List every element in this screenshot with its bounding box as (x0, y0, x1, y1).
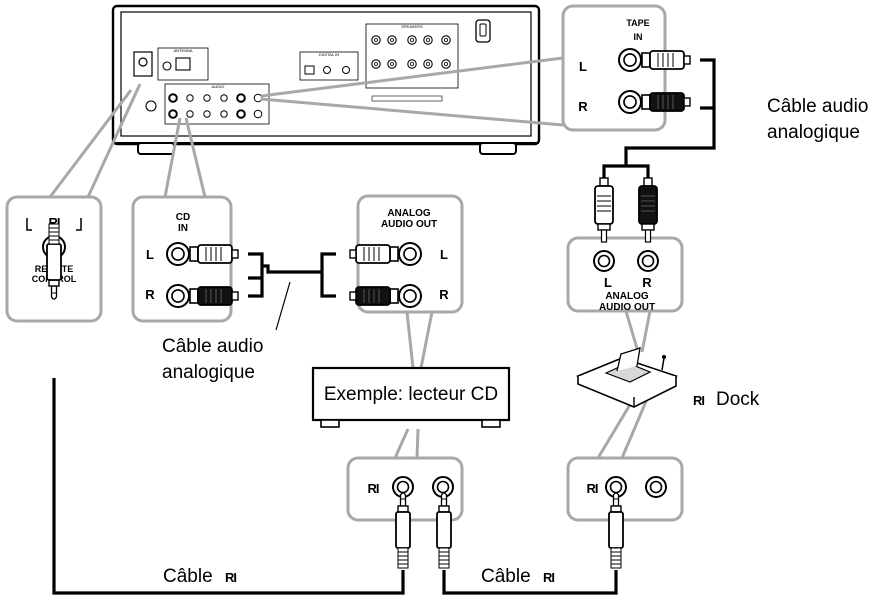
amp-rca-jack-5-0 (253, 93, 263, 103)
cd-analog-out-label-2: AUDIO OUT (381, 219, 437, 230)
amp-rca-jack-2-1 (203, 110, 211, 118)
cd-in-left-jack-inner (171, 247, 185, 261)
cd-player-ri-plug-2 (436, 492, 452, 569)
amp-rca-jack-4-0 (236, 93, 246, 103)
amp-audio-label: AUDIO (212, 84, 225, 89)
analog-cable-right-label-2: analogique (767, 122, 860, 143)
tape-right-label: R (578, 99, 588, 114)
amp-rca-jack-2-0 (203, 94, 211, 102)
dock-ri-jack-1-inner (609, 480, 623, 494)
tape-left-label: L (579, 59, 587, 74)
analog-cable-cd (248, 252, 336, 331)
cd-out-right-plug-black (349, 286, 399, 306)
dock-analog-out-label-2: AUDIO OUT (599, 302, 655, 313)
dock-ri-jack-2-inner (649, 480, 663, 494)
dock-out-left-plug-white (594, 177, 614, 243)
cd-in-right-plug-black (189, 286, 239, 306)
amp-rca-jack-1-0 (186, 94, 194, 102)
amp-rca-jack-4-1 (236, 109, 246, 119)
amp-digital-in-label: DIGITAL IN (319, 52, 339, 57)
ri-cable-right (442, 570, 618, 595)
ri-cable-left-label: Câble (163, 566, 213, 587)
ri-logo-cd-player: RI (368, 481, 379, 496)
tape-label: TAPE (626, 18, 649, 28)
tape-left-plug-white (641, 50, 691, 70)
amp-rca-jacks (168, 93, 263, 119)
ri-cable-right-label: Câble (481, 566, 531, 587)
cd-player-ri-jack-2-inner (436, 480, 450, 494)
cd-player-ri-jack-1-inner (396, 480, 410, 494)
dock-out-left-jack-inner (597, 254, 611, 268)
cd-out-left-jack-inner (403, 247, 417, 261)
dock-out-left-label: L (604, 275, 612, 290)
cd-in-label-2: IN (178, 223, 188, 234)
cd-analog-out-label-1: ANALOG (387, 208, 431, 219)
callout-beaks (48, 56, 652, 459)
dock-out-right-label: R (642, 275, 652, 290)
cd-out-right-jack-inner (403, 289, 417, 303)
mini-jack-plugs (46, 223, 624, 569)
amp-rca-jack-5-1 (253, 109, 263, 119)
analog-cable-dock (602, 58, 716, 180)
amp-antenna-label: ANTENNA (173, 48, 192, 53)
dock-ri-plug (608, 492, 624, 569)
analog-cable-right-label-1: Câble audio (767, 96, 868, 117)
ri-logo-dock: RI (587, 481, 598, 496)
dock-out-right-jack-inner (641, 254, 655, 268)
cd-analog-out-left-label: L (440, 247, 448, 262)
ri-cable-right-logo: RI (543, 570, 554, 585)
ri-cable-left (52, 378, 405, 595)
dock-out-right-plug-black (638, 177, 658, 243)
tape-left-jack-inner (623, 53, 637, 67)
tape-right-plug-black (641, 92, 691, 112)
cd-out-left-plug-white (349, 244, 399, 264)
cd-in-right-label: R (145, 287, 155, 302)
cable-labels: Câble audio analogique Câble audio analo… (162, 96, 868, 587)
ri-cable-left-logo: RI (225, 570, 236, 585)
tape-in-label: IN (634, 32, 643, 42)
amplifier-rear-panel: ANTENNA AUDIO DIGITAL IN SPEAKERS (111, 4, 541, 155)
analog-cable-left-label-2: analogique (162, 362, 255, 383)
rca-connectors (166, 48, 691, 498)
amp-rca-jack-0-1 (168, 109, 178, 119)
ri-dock-device: RI Dock (575, 347, 760, 410)
tape-right-jack-inner (623, 95, 637, 109)
amp-rca-jack-1-1 (186, 110, 194, 118)
cd-in-right-jack-inner (171, 289, 185, 303)
dock-analog-out-label-1: ANALOG (605, 291, 649, 302)
cd-player-device: Exemple: lecteur CD (311, 366, 511, 428)
amp-rca-jack-0-0 (168, 93, 178, 103)
cd-analog-out-right-label: R (439, 287, 449, 302)
cd-in-left-label: L (146, 247, 154, 262)
ri-logo-dock-device: RI (693, 393, 704, 408)
cd-player-ri-plug-1 (395, 492, 411, 569)
amp-rca-jack-3-1 (220, 110, 228, 118)
dock-label: Dock (716, 389, 760, 410)
amp-rca-jack-3-0 (220, 94, 228, 102)
dock-analog-out-callout: L R ANALOG AUDIO OUT (566, 236, 684, 313)
cd-in-left-plug-white (189, 244, 239, 264)
cd-in-label-1: CD (176, 212, 190, 223)
analog-cable-left-label-1: Câble audio (162, 336, 263, 357)
remote-ri-plug (46, 223, 62, 300)
cd-cable-leader-line (275, 281, 291, 331)
example-device-label: Exemple: lecteur CD (324, 384, 498, 405)
amp-speakers-label: SPEAKERS (401, 24, 423, 29)
amp-speaker-terminals (371, 35, 451, 69)
